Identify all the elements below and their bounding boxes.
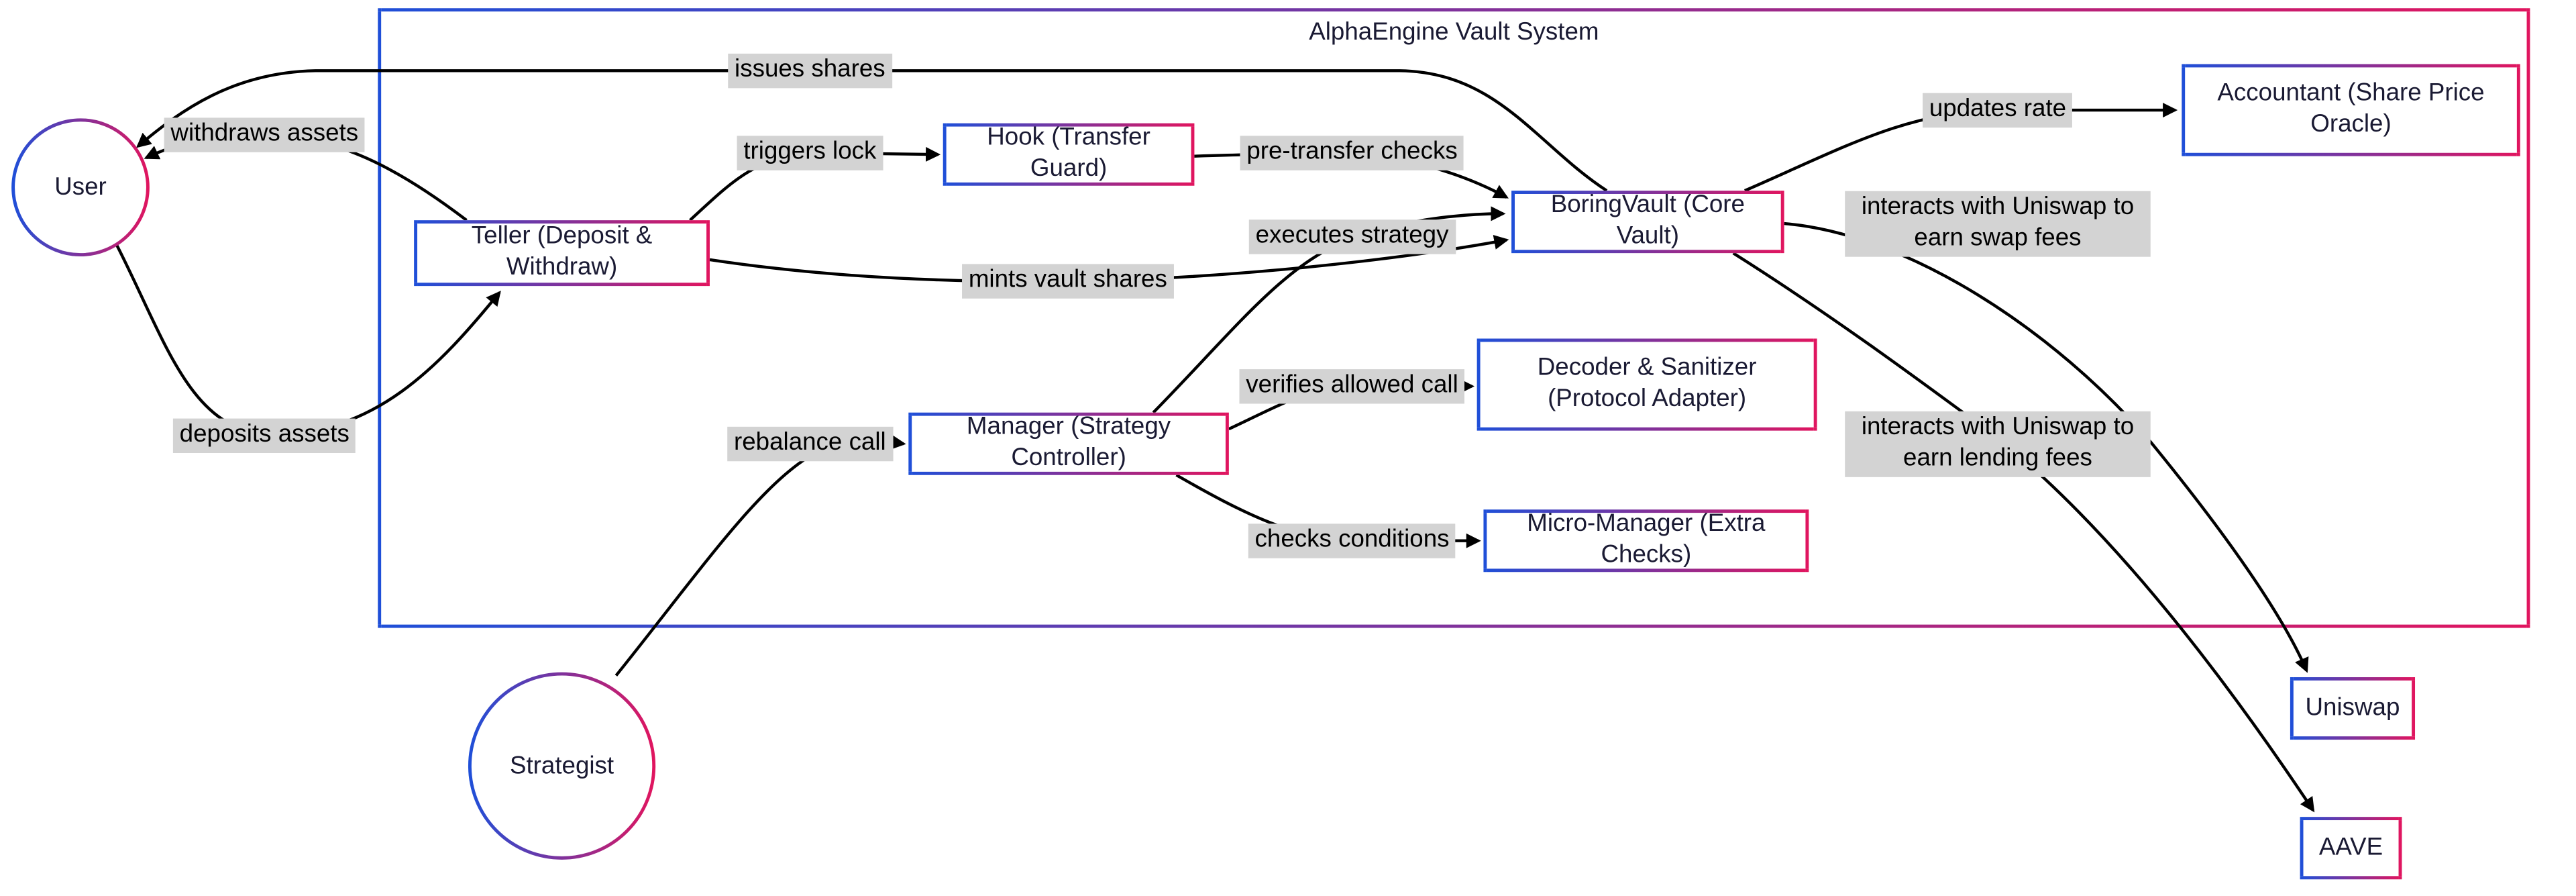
edge-label-issues-shares: issues shares <box>728 53 892 88</box>
node-accountant: Accountant (Share Price Oracle) <box>2182 64 2520 156</box>
edge-label-deposits-assets: deposits assets <box>172 418 356 453</box>
edge-label-verifies-allowed-call: verifies allowed call <box>1239 369 1465 403</box>
node-manager: Manager (Strategy Controller) <box>908 412 1229 475</box>
node-decoder-sanitizer: Decoder & Sanitizer (Protocol Adapter) <box>1477 338 1817 431</box>
node-user-label: User <box>54 173 107 202</box>
node-aave: AAVE <box>2300 817 2402 880</box>
node-strategist-circle <box>468 672 656 860</box>
node-strategist-label: Strategist <box>509 752 614 781</box>
edge-label-triggers-lock: triggers lock <box>737 136 883 170</box>
edge-label-lending-fees: interacts with Uniswap to earn lending f… <box>1845 411 2151 477</box>
node-micro-manager: Micro-Manager (Extra Checks) <box>1483 509 1809 573</box>
edge-label-swap-fees: interacts with Uniswap to earn swap fees <box>1845 191 2151 256</box>
node-user-circle <box>11 118 150 257</box>
node-uniswap: Uniswap <box>2290 677 2416 740</box>
subgraph-title: AlphaEngine Vault System <box>1309 17 1599 46</box>
edge-label-checks-conditions: checks conditions <box>1248 524 1456 558</box>
edge-label-rebalance-call: rebalance call <box>727 426 893 461</box>
edge-rebalance-call <box>614 435 906 677</box>
edge-label-executes-strategy: executes strategy <box>1248 219 1456 254</box>
edge-lending-fees <box>1732 252 2315 813</box>
edge-label-withdraws-assets: withdraws assets <box>164 117 365 152</box>
edge-issues-shares <box>136 69 1608 192</box>
edge-label-mints-vault-shares: mints vault shares <box>962 264 1174 299</box>
edge-label-pre-transfer-checks: pre-transfer checks <box>1240 136 1464 170</box>
node-teller: Teller (Deposit & Withdraw) <box>414 220 710 287</box>
node-boring-vault: BoringVault (Core Vault) <box>1511 191 1784 254</box>
node-hook: Hook (Transfer Guard) <box>943 123 1195 186</box>
edge-label-updates-rate: updates rate <box>1923 93 2073 128</box>
